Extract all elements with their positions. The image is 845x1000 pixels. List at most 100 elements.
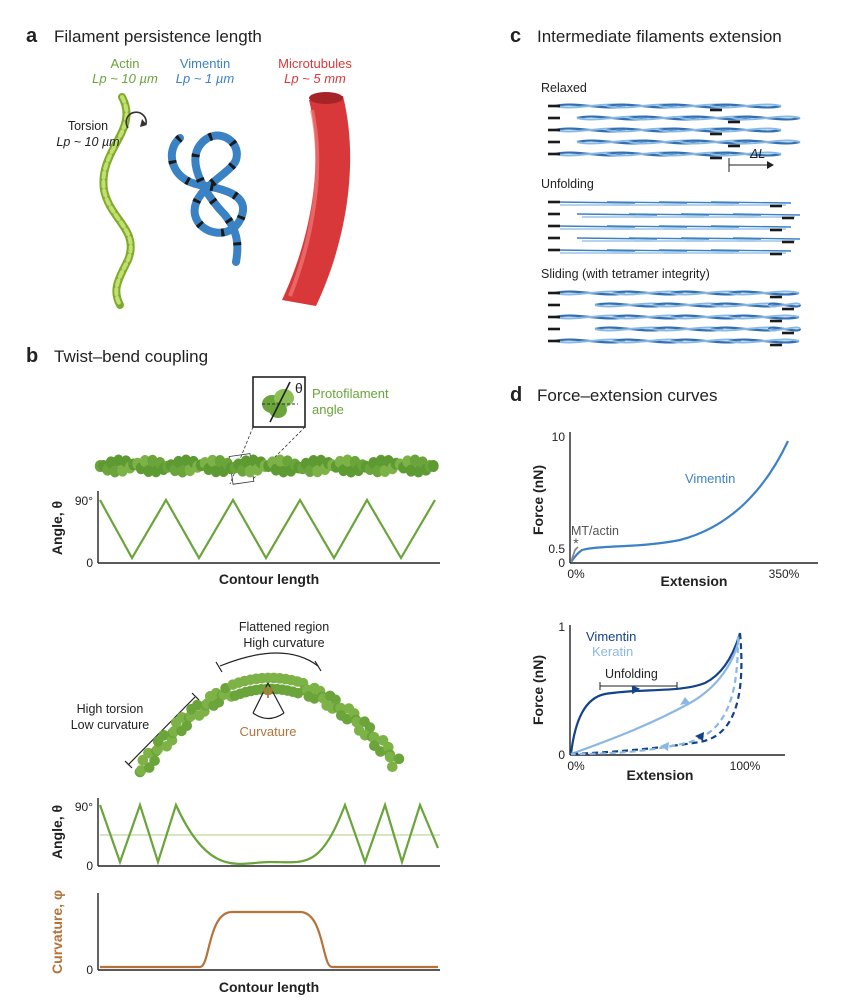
actin-subunit (402, 455, 413, 468)
extension-axis-label: Extension (661, 573, 728, 589)
panel-d-title: Force–extension curves (537, 386, 717, 405)
actin-subunit (375, 746, 386, 757)
coil-segment (728, 290, 800, 296)
keratin-unloading-curve (570, 636, 740, 756)
force-plot-top: 10 0.5 0 0% 350% Force (nN) Extension * … (530, 430, 818, 589)
contour-axis-label: Contour length (219, 571, 319, 587)
contour-axis-label: Contour length (219, 979, 319, 995)
angle-axis-label: Angle, θ (49, 501, 65, 555)
coil-segment (710, 225, 792, 228)
actin-subunit (237, 464, 248, 477)
tick-0: 0 (86, 859, 93, 873)
delta-l-label: ΔL (749, 147, 765, 161)
actin-subunit (368, 732, 380, 743)
flattened-label-2: High curvature (243, 636, 324, 650)
actin-subunit (135, 765, 147, 776)
actin-subunit (308, 454, 319, 467)
rupture-star: * (573, 535, 579, 551)
high-torsion-label-2: Low curvature (71, 718, 150, 732)
tick-0-5: 0.5 (548, 542, 565, 556)
angle-plot-bent: 90° 0 Angle, θ (49, 798, 440, 873)
panel-c-title: Intermediate filaments extension (537, 27, 782, 46)
force-axis-label: Force (nN) (530, 655, 546, 725)
actin-subunit (330, 694, 341, 706)
tick-10: 10 (552, 430, 566, 444)
panel-d-letter: d (510, 384, 522, 406)
curvature-arc (252, 712, 285, 720)
actin-subunit (364, 722, 376, 733)
flattened-label-1: Flattened region (239, 620, 329, 634)
actin-subunit (240, 455, 252, 468)
coil-segment (732, 139, 801, 145)
vimentin-loading-arrow (631, 685, 640, 695)
bracket-end (314, 660, 322, 672)
keratin-label: Keratin (592, 644, 633, 659)
straight-actin-filament (94, 454, 439, 478)
actin-subunit (393, 753, 405, 765)
angle-axis-label: Angle, θ (49, 805, 65, 859)
panel-b-title: Twist–bend coupling (54, 347, 208, 366)
actin-subunit (109, 465, 121, 478)
vimentin-label: Vimentin (586, 629, 636, 644)
delta-l-arrowhead (767, 161, 774, 169)
vimentin-lp: Lp ~ 1 µm (176, 71, 235, 86)
inset-callout-line (229, 426, 254, 485)
actin-subunit (152, 744, 163, 755)
actin-subunit (181, 720, 193, 732)
tick-0pct: 0% (567, 759, 585, 773)
keratin-loading-arrow (680, 697, 690, 705)
panel-a-title: Filament persistence length (54, 27, 262, 46)
unfolding-label: Unfolding (605, 667, 658, 681)
torsion-label: Torsion (68, 119, 108, 133)
actin-name: Actin (111, 56, 140, 71)
high-torsion-label-1: High torsion (77, 702, 144, 716)
microtubules-name: Microtubules (278, 56, 352, 71)
microtubules-lp: Lp ~ 5 mm (284, 71, 346, 86)
actin-subunit (207, 454, 218, 467)
theta-symbol: θ (295, 380, 303, 396)
actin-filament (99, 93, 135, 309)
torsion-lp: Lp ~ 10 µm (56, 135, 119, 149)
coil-segment (768, 326, 801, 332)
torsion-arrow-icon (125, 111, 147, 129)
panel-a-letter: a (26, 25, 38, 47)
curvature-axis-label: Curvature, φ (49, 890, 65, 974)
actin-subunit (192, 699, 203, 711)
curvature-label: Curvature (239, 724, 296, 739)
bent-actin-filament (134, 672, 405, 778)
tick-0: 0 (86, 556, 93, 570)
coil-segment (710, 127, 782, 133)
force-plot-bottom: 1 0 0% 100% Force (nN) Extension Vimenti… (530, 620, 785, 783)
angle-bent-line (98, 801, 440, 866)
curvature-angle-lines (252, 682, 285, 714)
coil-segment (728, 338, 800, 344)
sliding-bundle (548, 290, 802, 347)
vimentin-label: Vimentin (685, 471, 735, 486)
vimentin-force-curve (570, 440, 789, 563)
actin-subunit (149, 755, 160, 766)
protofilament-label-2: angle (312, 402, 344, 417)
actin-subunit (341, 713, 353, 725)
vimentin-loading-curve (569, 632, 742, 755)
panel-b: b Twist–bend coupling θ Protofilament an… (26, 345, 440, 995)
curvature-plot: 0 Curvature, φ Contour length (49, 890, 440, 995)
panel-b-letter: b (26, 345, 38, 367)
protofilament-label-1: Protofilament (312, 386, 389, 401)
panel-d: d Force–extension curves 10 0.5 0 0% 350… (510, 384, 818, 783)
actin-subunit (304, 465, 316, 478)
relaxed-bundle (548, 103, 801, 160)
vimentin-unloading-curve (570, 632, 743, 756)
tick-0pct: 0% (567, 567, 585, 581)
bracket-end (191, 692, 200, 701)
keratin-loading-curve (570, 634, 742, 756)
vimentin-name: Vimentin (180, 56, 230, 71)
tick-1: 1 (558, 620, 565, 634)
force-axis-label: Force (nN) (530, 465, 546, 535)
actin-subunit (372, 465, 383, 478)
coil-segment (710, 103, 782, 109)
tick-90: 90° (75, 800, 93, 814)
coil-segment (732, 115, 801, 121)
coil-segment (710, 249, 792, 252)
actin-subunit (210, 465, 222, 478)
